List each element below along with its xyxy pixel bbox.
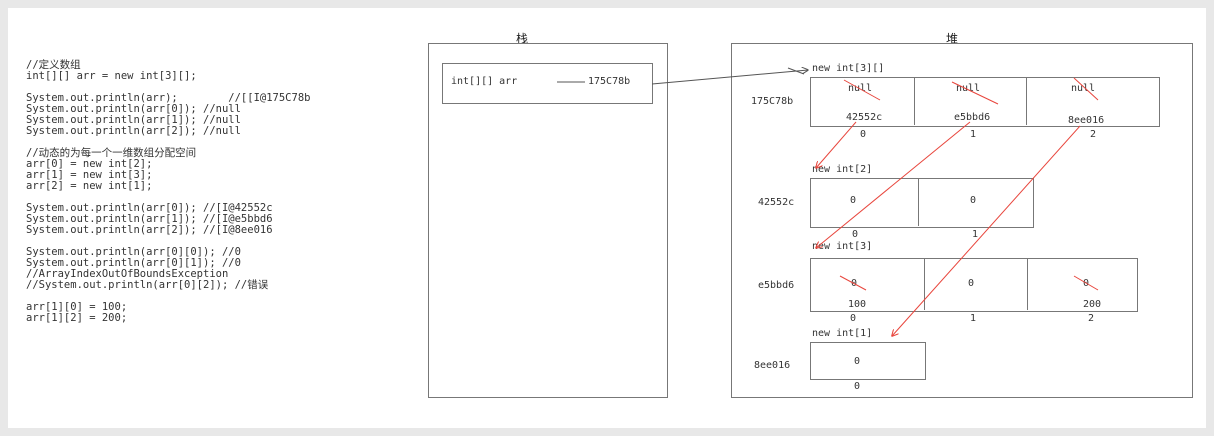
outer-array-header: new int[3][] — [812, 63, 885, 74]
code-line: //System.out.println(arr[0][2]); //错误 — [26, 279, 269, 291]
code-line: arr[1] = new int[3]; — [26, 169, 153, 181]
arr1-box — [810, 258, 1138, 312]
strike-arr1-2 — [1073, 275, 1099, 291]
code-line: arr[0] = new int[2]; — [26, 158, 153, 170]
arr0-cell-1-value: 0 — [970, 195, 977, 206]
arr1-divider — [1027, 258, 1028, 310]
code-line: System.out.println(arr[2]); //null — [26, 125, 241, 137]
arr2-cell-0-value: 0 — [854, 356, 861, 367]
code-line: System.out.println(arr); //[[I@175C78b — [26, 92, 311, 104]
stack-to-heap-arrow — [651, 70, 808, 85]
outer-header-tick — [787, 67, 805, 75]
arr2-address: 8ee016 — [754, 360, 791, 371]
code-line: System.out.println(arr[0]); //[I@42552c — [26, 202, 273, 214]
code-line: System.out.println(arr[0]); //null — [26, 103, 241, 115]
arr2-header: new int[1] — [812, 328, 873, 339]
outer-array-divider — [1026, 77, 1027, 125]
code-line: arr[1][0] = 100; — [26, 301, 128, 313]
stack-variable-value: 175C78b — [588, 76, 631, 87]
arr0-header: new int[2] — [812, 164, 873, 175]
outer-cell-1-old: null — [956, 83, 981, 94]
arr1-cell-1-value: 0 — [968, 278, 975, 289]
arr2-cell-0-index: 0 — [854, 381, 861, 392]
pointer-arrow-arr1 — [816, 121, 971, 248]
code-line: System.out.println(arr[1]); //[I@e5bbd6 — [26, 213, 273, 225]
strike-outer-1 — [951, 81, 999, 105]
arr2-box — [810, 342, 926, 380]
pointer-arrow-arr0 — [816, 121, 857, 168]
code-line: System.out.println(arr[0][0]); //0 — [26, 246, 241, 258]
code-line: arr[1][2] = 200; — [26, 312, 128, 324]
outer-array-box — [810, 77, 1160, 127]
arr1-header: new int[3] — [812, 241, 873, 252]
outer-cell-0-index: 0 — [860, 129, 867, 140]
code-line: //动态的为每一个一维数组分配空间 — [26, 147, 197, 159]
stack-title: 栈 — [516, 32, 529, 46]
outer-cell-2-new: 8ee016 — [1068, 115, 1105, 126]
outer-array-divider — [914, 77, 915, 125]
arr1-cell-0-index: 0 — [850, 313, 857, 324]
outer-cell-2-old: null — [1071, 83, 1096, 94]
arr1-address: e5bbd6 — [758, 280, 795, 291]
outer-cell-1-new: e5bbd6 — [954, 112, 991, 123]
arr1-cell-0-new: 100 — [848, 299, 867, 310]
outer-cell-1-index: 1 — [970, 129, 977, 140]
heap-title: 堆 — [946, 32, 959, 46]
strike-arr1-0 — [839, 275, 867, 291]
arr0-cell-0-value: 0 — [850, 195, 857, 206]
outer-cell-0-new: 42552c — [846, 112, 883, 123]
arr1-cell-2-index: 2 — [1088, 313, 1095, 324]
outer-cell-2-index: 2 — [1090, 129, 1097, 140]
code-line: System.out.println(arr[0][1]); //0 — [26, 257, 241, 269]
arr1-cell-1-index: 1 — [970, 313, 977, 324]
arr1-cell-2-new: 200 — [1083, 299, 1102, 310]
outer-array-address: 175C78b — [751, 96, 794, 107]
code-line: System.out.println(arr[1]); //null — [26, 114, 241, 126]
stack-variable-label: int[][] arr — [451, 76, 518, 87]
code-line: System.out.println(arr[2]); //[I@8ee016 — [26, 224, 273, 236]
arr0-cell-0-index: 0 — [852, 229, 859, 240]
code-line: int[][] arr = new int[3][]; — [26, 70, 197, 82]
arr0-cell-1-index: 1 — [972, 229, 979, 240]
arrows-layer — [557, 8, 1099, 428]
code-line: //定义数组 — [26, 59, 81, 71]
code-line: //ArrayIndexOutOfBoundsException — [26, 268, 229, 280]
arr0-address: 42552c — [758, 197, 795, 208]
arr1-divider — [924, 258, 925, 310]
stack-variable-box — [442, 63, 653, 104]
strike-outer-2 — [1073, 77, 1099, 101]
pointer-arrow-arr2 — [892, 125, 1081, 336]
code-line: arr[2] = new int[1]; — [26, 180, 153, 192]
strike-outer-0 — [843, 79, 881, 101]
arr0-divider — [918, 178, 919, 226]
